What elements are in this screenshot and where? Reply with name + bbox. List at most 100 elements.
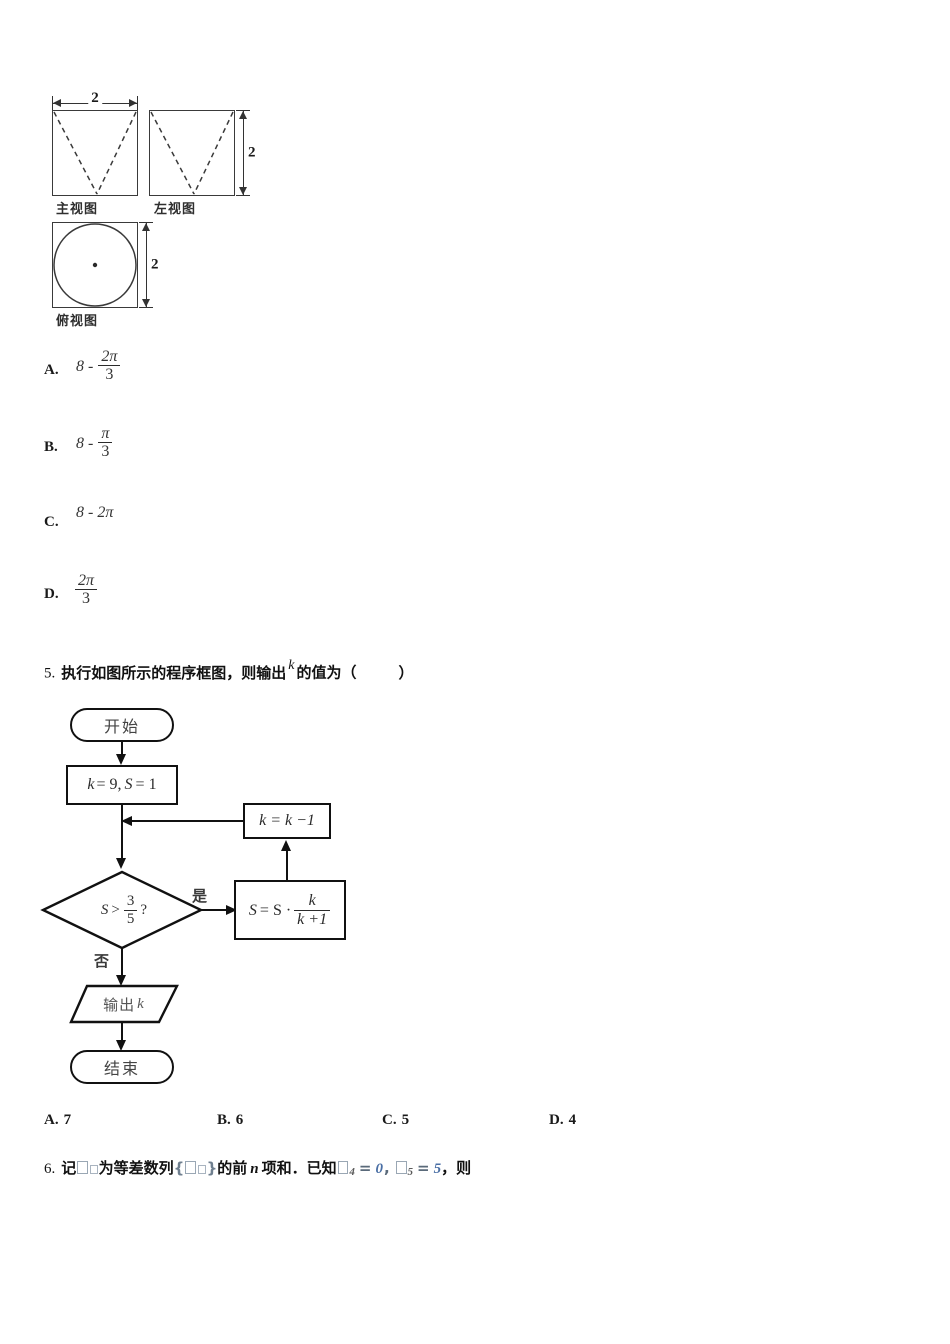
question6-seg-n: n	[250, 1161, 259, 1177]
side-view-height-dimension: 2	[236, 110, 257, 196]
question6-val-b: 5	[433, 1161, 442, 1177]
arrow-start-to-init	[116, 754, 126, 765]
missing-glyph-sn-icon	[77, 1161, 89, 1174]
answer-d-value: 4	[568, 1112, 577, 1128]
three-view-figure: 2 主视图 2 左视图 2	[44, 90, 314, 329]
question6-sub-b: 5	[407, 1166, 414, 1179]
arrow-init-to-decision	[116, 858, 126, 869]
connector-decision-to-output	[120, 948, 123, 981]
question6-seg2: 为等差数列	[98, 1159, 174, 1177]
missing-glyph-a4-icon	[337, 1161, 349, 1174]
question5-answer-d[interactable]: D.4	[549, 1112, 576, 1129]
option-d-letter: D.	[44, 586, 59, 602]
answer-a-letter: A.	[44, 1112, 59, 1128]
option-a-denominator: 3	[98, 365, 121, 383]
missing-glyph-an-icon	[185, 1161, 197, 1174]
question6-brace-open: {	[173, 1159, 185, 1177]
arrow-update-to-decrement	[281, 840, 291, 851]
question5-stem-part1: 执行如图所示的程序框图，则输出	[61, 663, 287, 682]
missing-glyph-sn-sub-icon	[90, 1164, 98, 1174]
flowchart-init-label: k= 9,S= 1	[87, 776, 156, 794]
flowchart-start-label: 开始	[103, 717, 140, 736]
answer-b-letter: B.	[217, 1112, 231, 1128]
option-c-expression: 8 - 2π	[76, 504, 114, 521]
question5-stem-part3: ）	[398, 663, 414, 682]
answer-a-value: 7	[63, 1112, 72, 1128]
flowchart-no-label: 否	[94, 952, 110, 970]
flowchart-output-node	[69, 984, 179, 1024]
side-view-square	[149, 110, 235, 196]
arrow-decrement-to-merge	[121, 816, 132, 826]
top-view-height-label: 2	[150, 254, 160, 276]
init-eq-k: = 9,	[96, 776, 122, 793]
option-d-numerator: 2π	[78, 572, 95, 589]
front-view-width-dimension: 2	[52, 90, 138, 110]
init-var-k: k	[87, 776, 95, 793]
connector-decrement-to-merge	[131, 819, 244, 823]
update-s-lhs: S	[248, 902, 257, 920]
side-view-caption: 左视图	[154, 202, 197, 217]
flowchart-output-var: k	[137, 995, 145, 1012]
connector-init-to-decision	[120, 805, 123, 861]
answer-d-letter: D.	[549, 1112, 564, 1128]
flowchart-end-label: 结束	[103, 1059, 140, 1078]
question5-stem-part2: 的值为（	[296, 663, 357, 682]
question6-seg4: 项和．已知	[261, 1159, 337, 1177]
init-eq-s: = 1	[135, 776, 157, 793]
option-c-letter: C.	[44, 514, 59, 530]
arrow-output-to-end	[116, 1040, 126, 1051]
init-var-s: S	[124, 776, 133, 793]
option-b-whole: 8	[76, 434, 84, 452]
question6-number: 6.	[44, 1161, 56, 1177]
flowchart-init-node: k= 9,S= 1	[66, 765, 178, 805]
answer-c-letter: C.	[382, 1112, 397, 1128]
side-view-dashed-lines	[150, 111, 234, 195]
missing-glyph-an-sub-icon	[198, 1164, 206, 1174]
flowchart-yes-label: 是	[192, 887, 208, 905]
connector-start-to-init	[120, 742, 123, 756]
question5-stem-symbol: k	[288, 658, 295, 673]
option-a-letter: A.	[44, 362, 59, 378]
question6-val-a: 0	[375, 1161, 384, 1177]
missing-glyph-a5-icon	[395, 1161, 407, 1174]
option-a-whole: 8	[76, 357, 84, 375]
arrow-decision-to-output	[116, 975, 126, 986]
answer-c-value: 5	[401, 1112, 410, 1128]
update-s-eq: = S ·	[259, 902, 292, 920]
top-view-height-dimension: 2	[139, 222, 160, 308]
question6-brace-close: }	[206, 1159, 218, 1177]
flowchart-output-label: 输出	[103, 995, 136, 1014]
option-d-denominator: 3	[75, 589, 98, 607]
front-view-caption: 主视图	[56, 202, 99, 217]
option-b-denominator: 3	[98, 442, 113, 460]
answer-b-value: 6	[235, 1112, 244, 1128]
top-view-caption: 俯视图	[56, 314, 99, 329]
option-a-minus: -	[88, 357, 94, 375]
update-s-numerator: k	[308, 892, 316, 910]
question5-number: 5.	[44, 665, 56, 682]
option-b-letter: B.	[44, 439, 58, 455]
connector-update-to-decrement	[285, 849, 288, 881]
question5-answer-c[interactable]: C.5	[382, 1112, 409, 1129]
front-view-square	[52, 110, 138, 196]
side-view-height-label: 2	[247, 142, 257, 164]
question5-answer-a[interactable]: A.7	[44, 1112, 71, 1129]
question6-eq-a: =	[358, 1159, 372, 1177]
connector-output-to-end	[120, 1023, 123, 1045]
question5-answer-b[interactable]: B.6	[217, 1112, 243, 1129]
flowchart-decrement-node: k = k −1	[243, 803, 331, 839]
front-view-width-label: 2	[88, 90, 102, 107]
